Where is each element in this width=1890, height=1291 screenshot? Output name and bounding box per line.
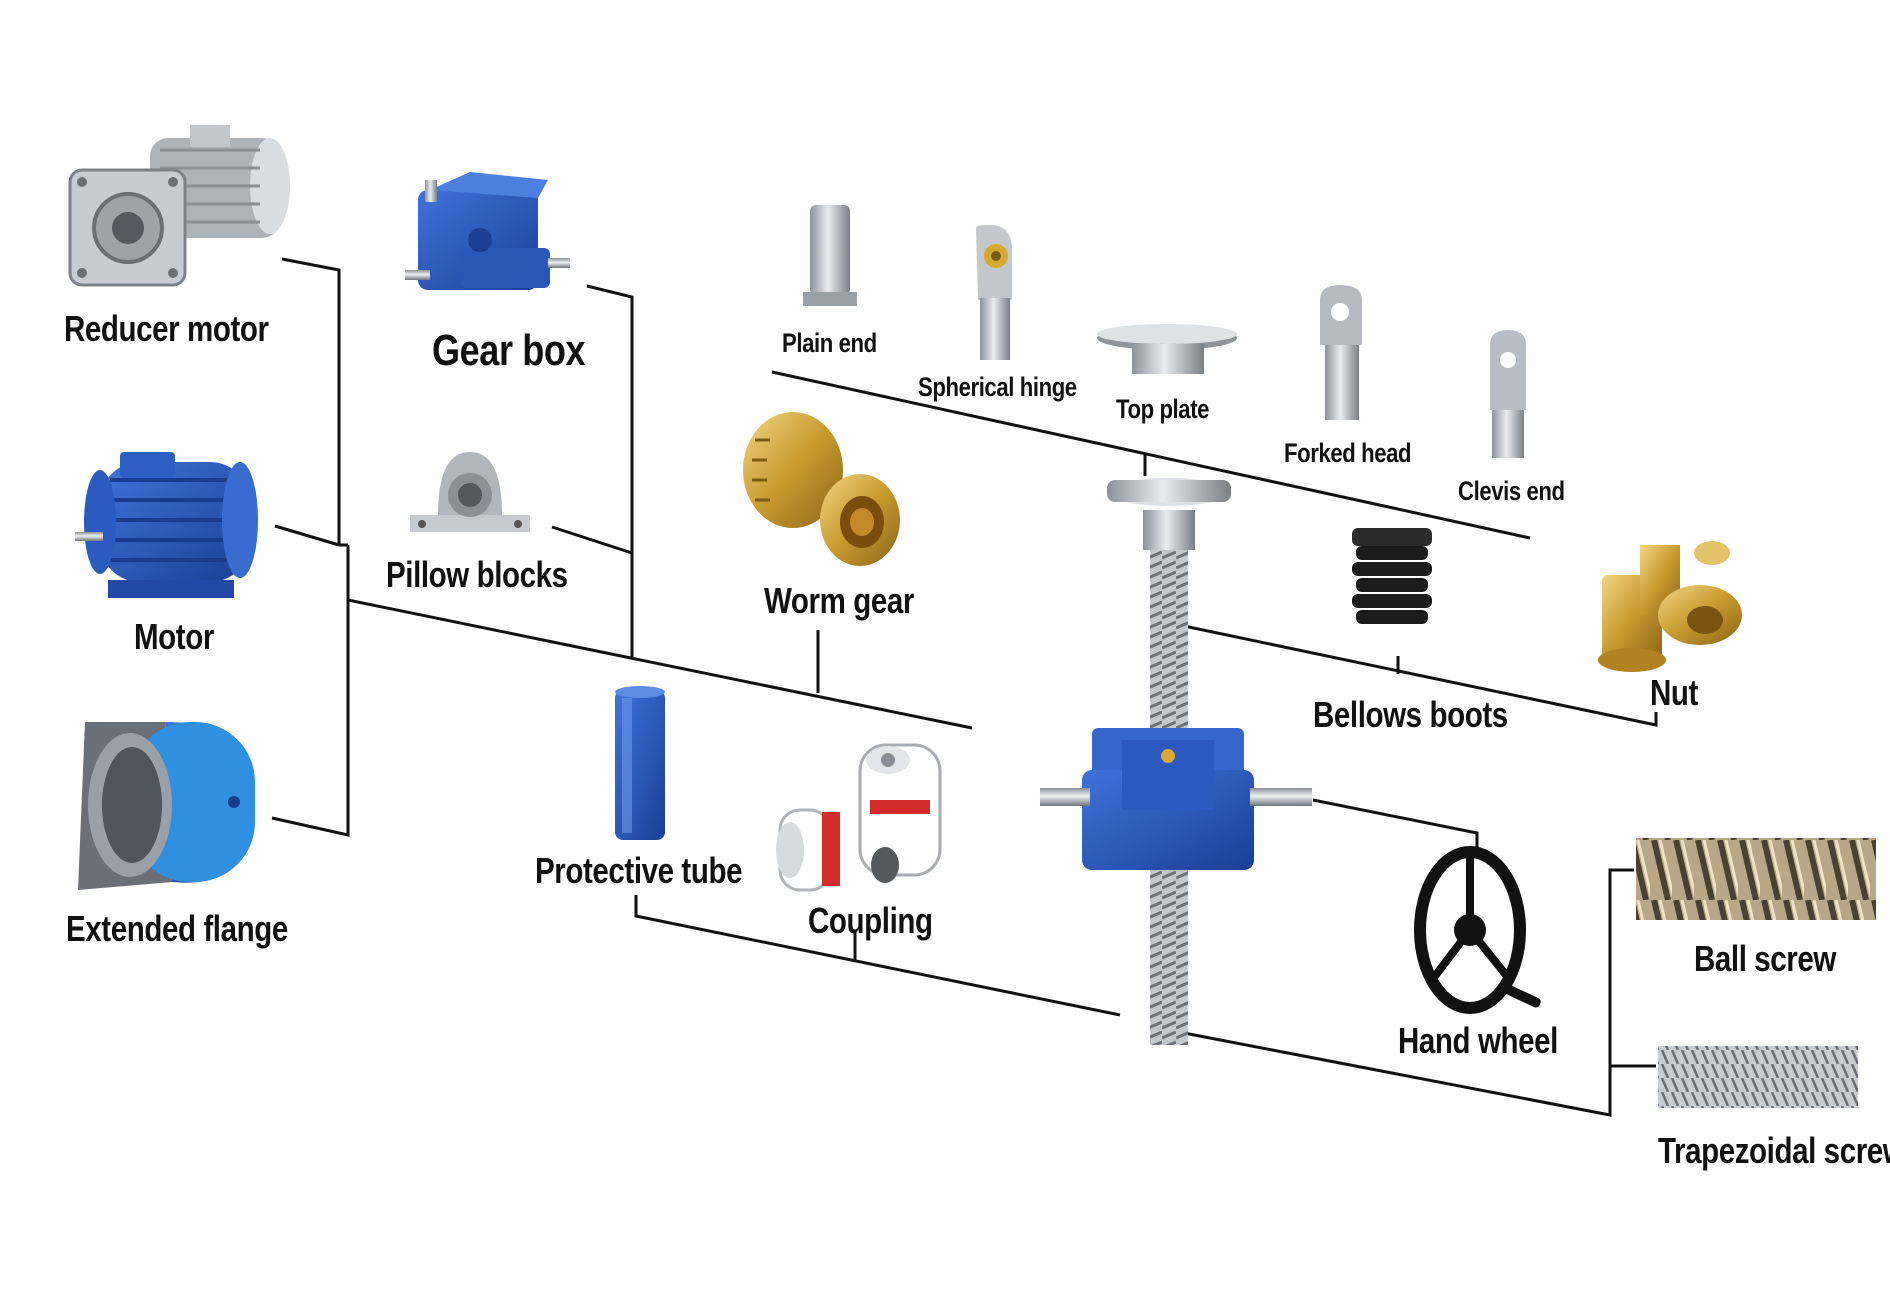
label-motor: Motor [134, 616, 214, 657]
worm-gear-image [743, 412, 900, 566]
forked-head-image [1320, 285, 1362, 420]
label-gear-box: Gear box [432, 326, 586, 375]
nut-image [1598, 541, 1742, 672]
line-reducer-motor [281, 257, 341, 545]
line-ends-top [771, 370, 1531, 540]
extended-flange-image [78, 722, 255, 890]
label-forked-head: Forked head [1284, 438, 1412, 468]
label-clevis-end: Clevis end [1458, 476, 1565, 506]
ball-screw-image [1636, 838, 1876, 920]
label-hand-wheel: Hand wheel [1398, 1020, 1558, 1061]
line-gearbox [586, 284, 634, 657]
connector-lines [271, 257, 1658, 1117]
screw-jack-image [1040, 478, 1312, 1045]
line-handwheel [1312, 798, 1479, 850]
label-nut: Nut [1650, 672, 1698, 713]
clevis-end-image [1490, 330, 1526, 458]
label-spherical-hinge: Spherical hinge [918, 372, 1077, 402]
label-top-plate: Top plate [1116, 394, 1210, 424]
label-ball-screw: Ball screw [1694, 938, 1836, 979]
label-protective-tube: Protective tube [535, 850, 743, 891]
motor-image [75, 452, 258, 598]
bellows-boots-image [1352, 528, 1432, 624]
top-plate-image [1097, 324, 1237, 374]
line-flange [271, 545, 350, 837]
plain-end-image [803, 205, 857, 306]
spherical-hinge-image [976, 225, 1012, 360]
label-reducer-motor: Reducer motor [64, 308, 269, 349]
line-bellows-nut [1183, 624, 1658, 727]
pillow-block-image [410, 452, 530, 532]
label-plain-end: Plain end [782, 328, 877, 358]
label-worm-gear: Worm gear [764, 580, 914, 621]
coupling-image [776, 743, 942, 892]
trapezoidal-screw-image [1658, 1046, 1858, 1108]
line-screws [1183, 868, 1634, 1117]
reducer-motor-image [68, 125, 290, 287]
gear-box-image [405, 172, 570, 290]
label-bellows-boots: Bellows boots [1313, 694, 1508, 735]
line-motor [274, 524, 340, 547]
line-pillow [551, 525, 633, 555]
label-coupling: Coupling [808, 900, 933, 941]
line-protective-tube [634, 895, 1121, 1017]
label-extended-flange: Extended flange [66, 908, 288, 949]
label-trapezoidal-screw: Trapezoidal screw [1658, 1130, 1890, 1171]
line-main-upper [347, 598, 973, 730]
protective-tube-image [615, 686, 665, 840]
hand-wheel-image [1414, 846, 1541, 1014]
label-pillow-blocks: Pillow blocks [386, 554, 568, 595]
